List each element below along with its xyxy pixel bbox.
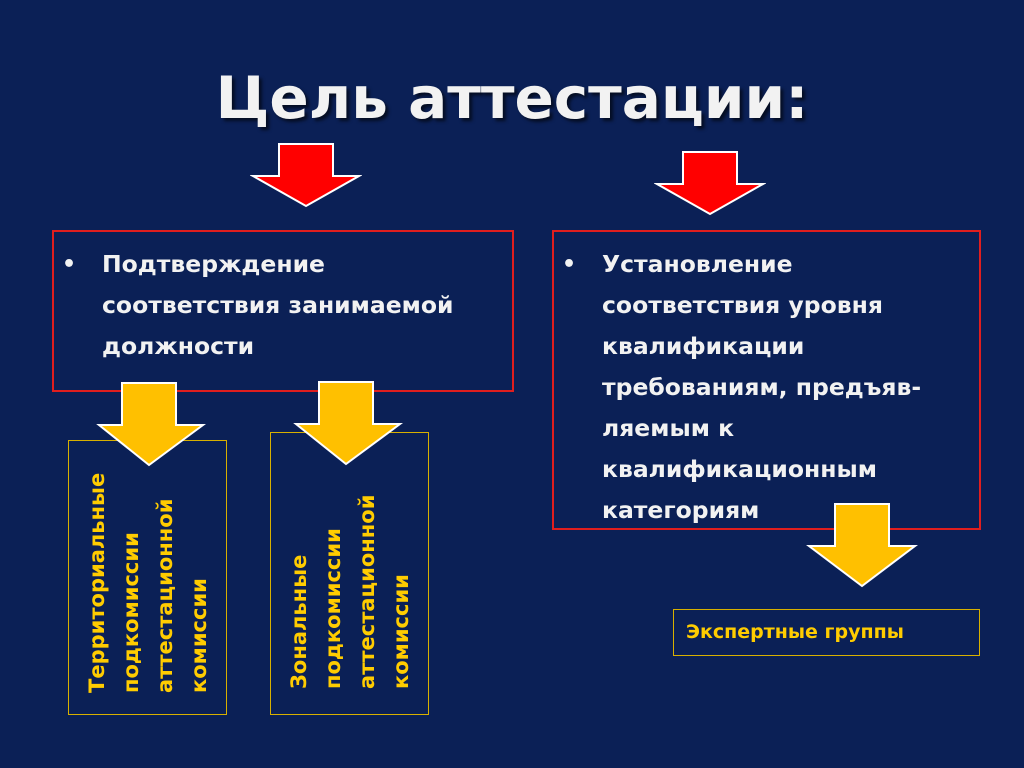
yellow-down-arrow-icon [96, 382, 206, 467]
goal-box-position-compliance: • Подтверждение соответствия занимаемой … [52, 230, 514, 392]
slide-title: Цель аттестации: [215, 64, 809, 132]
bullet: • [562, 252, 577, 277]
sub-box-territorial: Территориальные подкомиссии аттестационн… [68, 440, 227, 715]
goal-text: Установление соответствия уровня квалифи… [602, 250, 922, 524]
red-down-arrow-icon [654, 151, 766, 216]
sub-box-zonal: Зональные подкомиссии аттестационной ком… [270, 432, 429, 715]
red-down-arrow-icon [250, 143, 362, 208]
sub-box-label: Территориальные подкомиссии аттестационн… [84, 472, 211, 693]
goal-text: Подтверждение соответствия занимаемой до… [102, 250, 454, 360]
goal-box-qualification-compliance: • Установление соответствия уровня квали… [552, 230, 981, 530]
yellow-down-arrow-icon [806, 503, 918, 588]
expert-groups-box: Экспертные группы [673, 609, 980, 656]
bullet: • [62, 252, 77, 277]
sub-box-label: Зональные подкомиссии аттестационной ком… [286, 494, 413, 689]
yellow-down-arrow-icon [293, 381, 403, 466]
